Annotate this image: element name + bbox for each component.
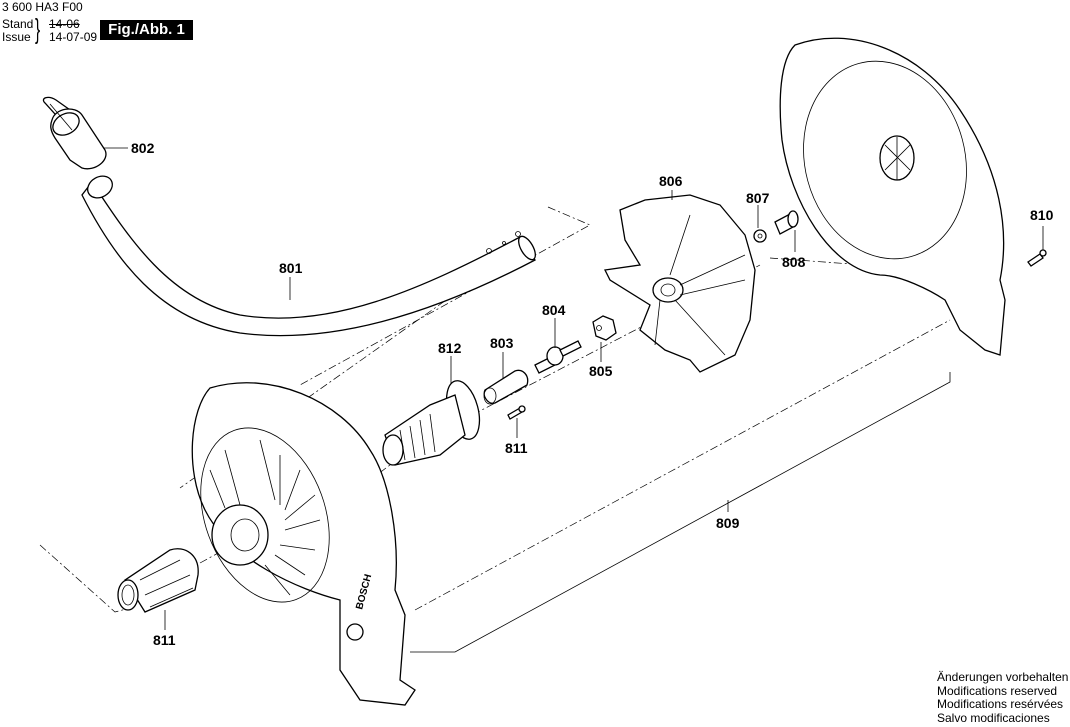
part-806-impeller: [604, 194, 756, 373]
part-804-shaft: [534, 340, 582, 374]
part-811-knob: [117, 548, 199, 613]
part-811-screw: [507, 405, 526, 420]
part-809-front-housing: [191, 382, 416, 706]
part-802-end-cap: [42, 96, 107, 170]
part-label-806: 806: [659, 173, 683, 189]
assembly-axis-housing: [414, 319, 951, 611]
part-810-screw: [1027, 249, 1047, 267]
notice-de: Änderungen vorbehalten: [937, 670, 1069, 684]
notice-en: Modifications reserved: [937, 683, 1058, 698]
brace-glyph: }: [35, 13, 41, 44]
superseded-date: 14-06: [49, 17, 80, 31]
modification-notice: Änderungen vorbehalten Modifications res…: [937, 670, 1069, 725]
stand-label: Stand: [2, 17, 34, 31]
part-label-812: 812: [438, 340, 462, 356]
notice-fr: Modifications resérvées: [937, 697, 1064, 711]
part-label-807: 807: [746, 190, 770, 206]
part-809-rear-housing: [779, 37, 1006, 356]
part-801-tube: [81, 175, 536, 337]
part-807-washer: [753, 229, 767, 243]
part-label-801: 801: [279, 260, 303, 276]
figure-badge: Fig./Abb. 1: [100, 20, 193, 40]
part-label-804: 804: [542, 302, 566, 318]
part-808-bolt: [774, 210, 799, 235]
leader-809: [410, 372, 951, 653]
part-label-811-screw: 811: [505, 440, 528, 456]
part-label-803: 803: [490, 335, 514, 351]
part-label-810: 810: [1030, 207, 1054, 223]
part-803-sleeve: [483, 369, 529, 405]
part-label-811-knob: 811: [153, 632, 176, 648]
part-label-802: 802: [131, 140, 155, 156]
part-label-809: 809: [716, 515, 740, 531]
document-number: 3 600 HA3 F00: [2, 0, 83, 14]
part-805-nut: [592, 315, 617, 341]
part-label-808: 808: [782, 254, 806, 270]
part-label-805: 805: [589, 363, 613, 379]
notice-es: Salvo modificaciones: [937, 710, 1050, 725]
issue-label: Issue: [2, 30, 31, 44]
part-812-motor-adapter: [382, 380, 481, 466]
issue-date: 14-07-09: [49, 30, 98, 44]
